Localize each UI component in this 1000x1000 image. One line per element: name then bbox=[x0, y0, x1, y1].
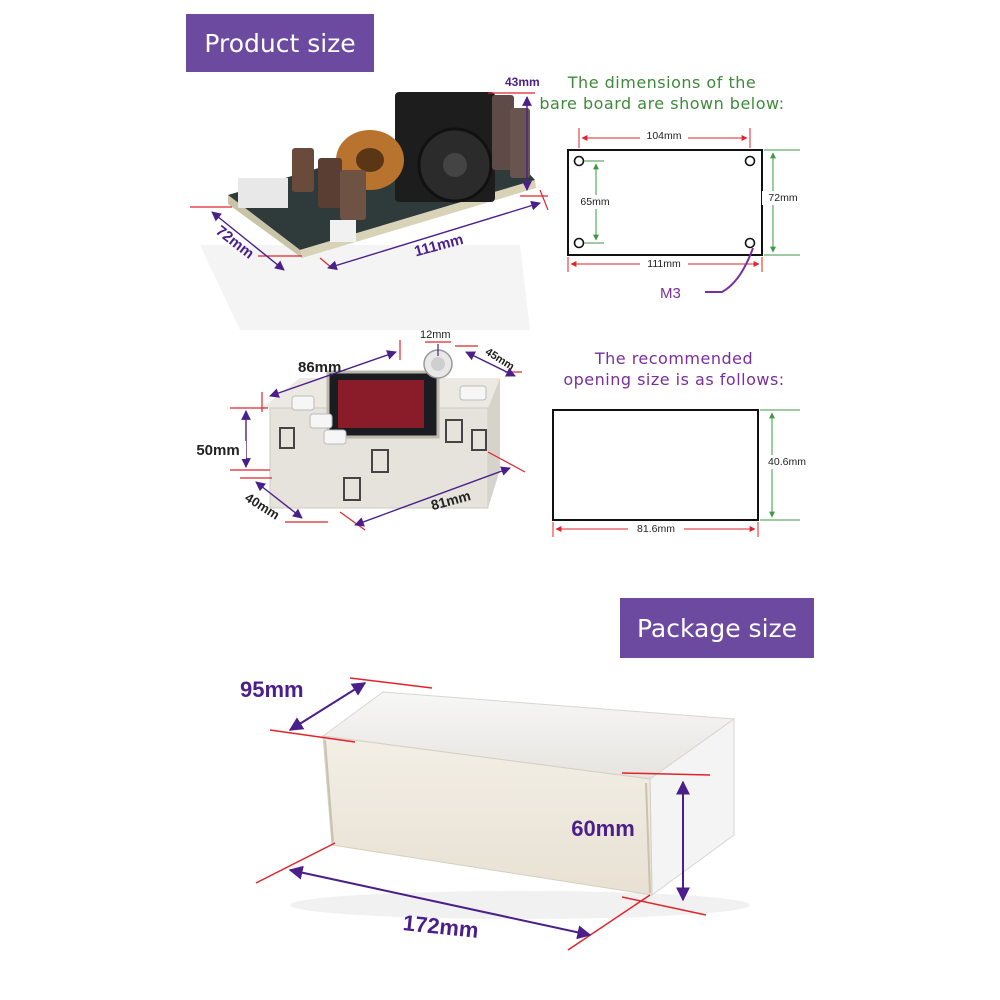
terminal-block bbox=[238, 178, 288, 208]
rotary-knob-center bbox=[431, 357, 445, 371]
bare-board-length-label: 111mm bbox=[647, 258, 681, 270]
button-3 bbox=[323, 429, 347, 445]
board-photo bbox=[200, 92, 536, 330]
clip-5 bbox=[279, 427, 295, 449]
package-size-banner: Package size bbox=[620, 598, 814, 658]
package-height-label: 60mm bbox=[571, 816, 635, 841]
front-width-arrow bbox=[269, 350, 397, 398]
clip-4 bbox=[471, 429, 487, 451]
board-width-arrow bbox=[211, 211, 285, 271]
product-size-banner: Product size bbox=[186, 14, 374, 72]
bare-board-drawing: 104mm 65mm 72mm 111mm M3 bbox=[567, 128, 804, 302]
bare-board-note-line2: bare board are shown below: bbox=[539, 94, 785, 113]
bare-board-note: The dimensions of the bare board are sho… bbox=[532, 72, 792, 114]
hole-spacing-x-label: 104mm bbox=[646, 130, 681, 142]
capacitor-4 bbox=[492, 95, 514, 170]
opening-width-label: 81.6mm bbox=[637, 523, 675, 535]
opening-height-label: 40.6mm bbox=[768, 456, 806, 468]
bottom-depth-arrow bbox=[255, 481, 303, 519]
mount-hole-tr bbox=[744, 155, 756, 167]
package-depth-arrow bbox=[288, 682, 367, 731]
knob-label: 12mm bbox=[420, 329, 451, 341]
fan-hub bbox=[443, 153, 467, 177]
hole-spacing-y-label: 65mm bbox=[580, 196, 609, 208]
lcd-display-area bbox=[338, 380, 424, 428]
mount-hole-br bbox=[744, 237, 756, 249]
bare-board-height-label: 72mm bbox=[768, 192, 797, 204]
package-box bbox=[290, 691, 750, 919]
opening-note: The recommended opening size is as follo… bbox=[540, 348, 808, 390]
opening-drawing: 40.6mm 81.6mm bbox=[552, 409, 814, 537]
capacitor-3 bbox=[340, 170, 366, 220]
inductor-core bbox=[356, 148, 384, 172]
mount-hole-bl bbox=[573, 237, 585, 249]
package-size-title: Package size bbox=[636, 613, 798, 643]
body-length-arrow bbox=[354, 466, 511, 527]
mount-hole-tl bbox=[573, 155, 585, 167]
board-length-arrow bbox=[327, 200, 541, 271]
opening-note-line1: The recommended bbox=[594, 349, 754, 368]
opening-outline bbox=[552, 409, 759, 521]
opening-note-line2: opening size is as follows: bbox=[563, 370, 785, 389]
package-length-arrow bbox=[288, 865, 592, 940]
clip-2 bbox=[445, 419, 463, 443]
box-front-face bbox=[322, 735, 653, 896]
screw-leader-line bbox=[705, 247, 754, 293]
front-width-label: 86mm bbox=[298, 359, 341, 376]
button-2 bbox=[309, 413, 333, 429]
button-1 bbox=[291, 395, 315, 411]
product-size-title: Product size bbox=[204, 28, 356, 58]
connector bbox=[330, 220, 356, 242]
module-height-label: 50mm bbox=[196, 442, 239, 459]
box-shadow bbox=[290, 891, 750, 919]
side-depth-arrow bbox=[465, 351, 516, 377]
screw-label: M3 bbox=[660, 285, 681, 302]
package-depth-label: 95mm bbox=[240, 677, 304, 702]
capacitor-1 bbox=[292, 148, 314, 192]
button-4 bbox=[459, 385, 487, 401]
board-height-label: 43mm bbox=[505, 75, 540, 89]
capacitor-2 bbox=[318, 158, 342, 208]
bare-board-note-line1: The dimensions of the bbox=[567, 73, 757, 92]
